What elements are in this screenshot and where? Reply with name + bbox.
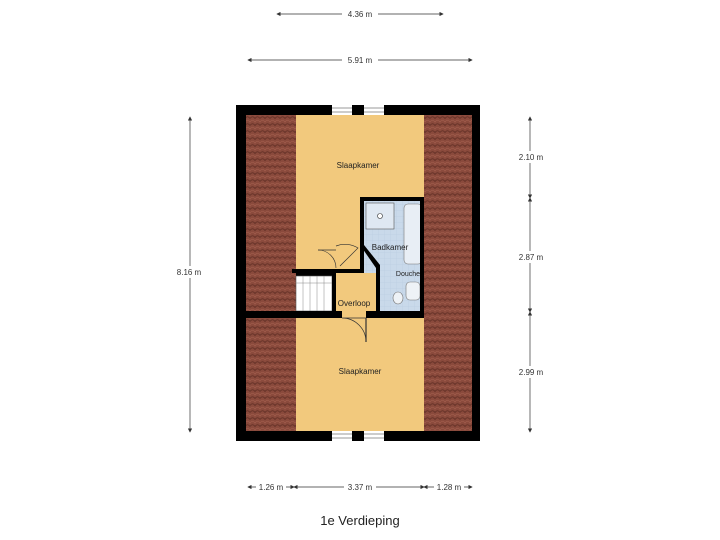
top-bedroom-side bbox=[296, 199, 360, 269]
dim-top-outer: 5.91 m bbox=[348, 56, 373, 65]
bottom-bedroom-floor bbox=[296, 318, 424, 431]
room-label-top-bedroom: Slaapkamer bbox=[337, 161, 380, 170]
dim-left-total: 8.16 m bbox=[177, 268, 202, 277]
dim-right-top: 2.10 m bbox=[519, 153, 544, 162]
wall-stair-top bbox=[292, 269, 336, 273]
door-opening-bottom bbox=[342, 311, 366, 318]
dim-right-mid: 2.87 m bbox=[519, 253, 544, 262]
bathroom-wall-top bbox=[360, 197, 424, 201]
dim-bottom-right: 1.28 m bbox=[437, 483, 462, 492]
washbasin bbox=[405, 281, 421, 301]
window-bottom-left bbox=[332, 431, 352, 441]
dim-top-inner: 4.36 m bbox=[348, 10, 373, 19]
roof-slope-right bbox=[424, 115, 472, 431]
toilet-icon bbox=[392, 291, 404, 305]
window-top-left bbox=[332, 105, 352, 115]
bathtub bbox=[403, 203, 423, 265]
bathroom-wall-left-lower bbox=[376, 265, 380, 311]
dim-right-bottom: 2.99 m bbox=[519, 368, 544, 377]
window-bottom-right bbox=[364, 431, 384, 441]
wall-right-divider bbox=[420, 197, 424, 318]
roof-slope-left bbox=[246, 115, 296, 431]
room-label-bathroom: Badkamer bbox=[372, 243, 409, 252]
bathroom-wall-left bbox=[360, 197, 364, 245]
floor-title: 1e Verdieping bbox=[320, 513, 400, 528]
staircase bbox=[295, 275, 333, 312]
label-shower: Douche bbox=[396, 271, 420, 278]
shower-drain-icon bbox=[377, 213, 383, 219]
wall-stair-side bbox=[332, 269, 336, 311]
room-label-landing: Overloop bbox=[338, 299, 371, 308]
bathroom-wall-diagonal bbox=[360, 245, 380, 268]
window-top-right bbox=[364, 105, 384, 115]
landing-floor bbox=[334, 273, 376, 311]
wall-middle bbox=[246, 311, 424, 318]
dim-bottom-left: 1.26 m bbox=[259, 483, 284, 492]
door-swing-bath bbox=[335, 244, 359, 267]
top-bedroom-floor bbox=[296, 115, 424, 199]
room-label-bottom-bedroom: Slaapkamer bbox=[339, 367, 382, 376]
dim-bottom-mid: 3.37 m bbox=[348, 483, 373, 492]
